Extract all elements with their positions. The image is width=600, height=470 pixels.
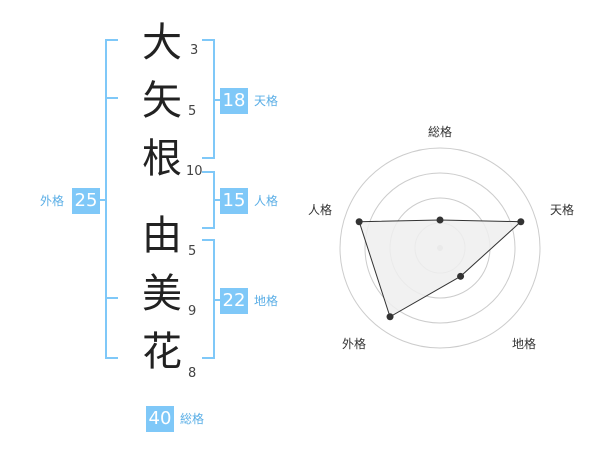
jinkaku-value-badge: 15 <box>220 188 248 214</box>
radar-axis-label-tenkaku: 天格 <box>550 203 575 217</box>
radar-point-2 <box>517 218 525 226</box>
stroke-count-5: 9 <box>188 304 197 319</box>
chikaku-value-badge: 22 <box>220 288 248 314</box>
radar-axis-label-jinkaku: 人格 <box>308 203 333 217</box>
radar-axis-label-soukaku: 総格 <box>428 125 453 139</box>
tenkaku-label: 天格 <box>254 94 279 108</box>
name-char-1: 大 <box>142 20 182 66</box>
radar-point-5 <box>355 218 363 226</box>
soukaku-value-badge: 40 <box>146 406 174 432</box>
chikaku-label: 地格 <box>254 294 279 308</box>
soukaku-label: 総格 <box>180 412 205 426</box>
gaikaku-value-badge: 25 <box>72 188 100 214</box>
radar-ring <box>364 172 516 324</box>
name-char-4: 由 <box>142 213 182 259</box>
radar-axis-label-gaikaku: 外格 <box>342 337 367 351</box>
radar-data-shape <box>358 219 523 318</box>
jinkaku-label: 人格 <box>254 194 279 208</box>
radar-axis-label-chikaku: 地格 <box>512 337 537 351</box>
name-char-5: 美 <box>142 271 182 317</box>
stroke-count-6: 8 <box>188 366 197 381</box>
gaikaku-label: 外格 <box>40 194 65 208</box>
radar-point-3 <box>457 272 465 280</box>
name-char-6: 花 <box>142 329 182 375</box>
stroke-count-2: 5 <box>188 104 197 119</box>
stroke-count-3: 10 <box>186 164 203 179</box>
stroke-count-4: 5 <box>188 244 197 259</box>
name-char-3: 根 <box>142 136 182 182</box>
name-char-2: 矢 <box>142 78 182 124</box>
tenkaku-value-badge: 18 <box>220 88 248 114</box>
radar-points <box>355 216 525 321</box>
radar-point-4 <box>386 313 394 321</box>
stroke-count-1: 3 <box>190 43 199 58</box>
radar-point-1 <box>436 216 444 224</box>
